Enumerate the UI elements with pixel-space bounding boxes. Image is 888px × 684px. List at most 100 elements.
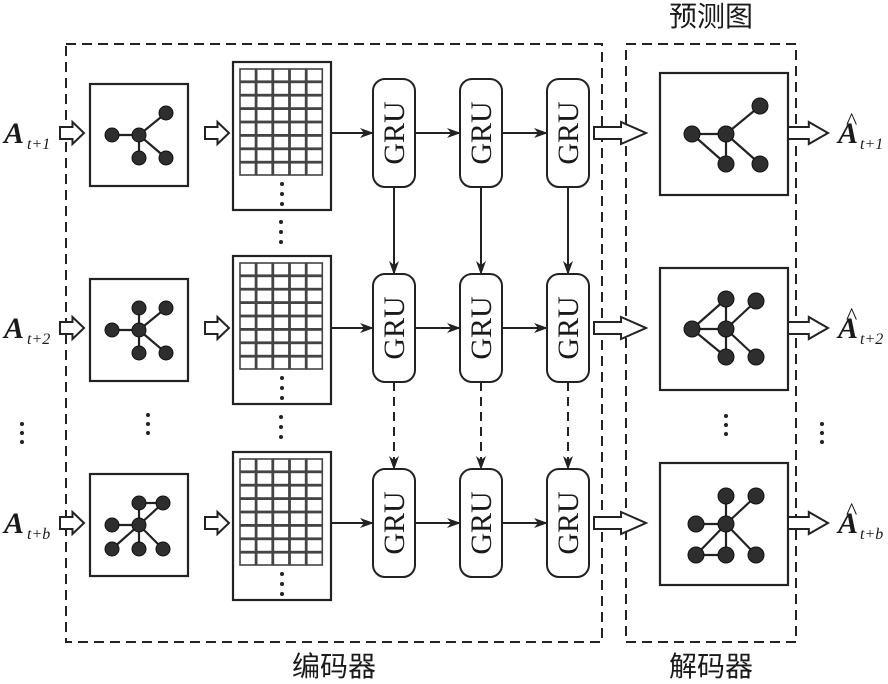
matrix-cell: [255, 121, 274, 136]
matrix-cell: [255, 262, 274, 276]
matrix-cell: [272, 498, 290, 513]
matrix-ellipsis-between-1-2: [279, 220, 283, 244]
gru-label: GRU: [552, 101, 585, 165]
prediction-title: 预测图: [669, 0, 753, 33]
gru-label: GRU: [552, 296, 585, 360]
matrix-cell: [305, 121, 324, 136]
matrix-cell: [239, 262, 257, 276]
gru-label: GRU: [378, 101, 411, 165]
matrix-cell: [289, 148, 307, 163]
matrix-cell: [239, 81, 257, 96]
input-arrow-icon: [59, 119, 86, 147]
matrix-cell: [305, 484, 324, 499]
graph-node: [131, 127, 147, 143]
input-subscript: t+1: [27, 136, 50, 153]
matrix-cell: [305, 471, 324, 486]
graph-icon: [683, 290, 765, 366]
matrix-cell: [289, 275, 307, 290]
graph-node: [158, 150, 174, 166]
matrix-cell: [305, 262, 324, 276]
matrix-cell: [272, 288, 290, 303]
encoder-label: 编码器: [292, 650, 376, 683]
graph-node: [104, 517, 120, 533]
graph-node: [155, 541, 171, 557]
matrix-cell: [272, 471, 290, 486]
matrix-cell: [272, 458, 290, 472]
graph-node: [717, 348, 735, 366]
graph-icon: [104, 300, 174, 361]
matrix-cell: [255, 302, 274, 317]
matrix-cell: [272, 95, 290, 109]
matrix-cell: [272, 275, 290, 290]
decoder-region: [625, 43, 797, 643]
graph-node: [155, 495, 171, 511]
graph-node: [131, 517, 147, 533]
output-arrow-icon: [787, 120, 831, 146]
matrix-cell: [272, 148, 290, 163]
matrix-cell: [305, 538, 324, 553]
graph-node: [747, 292, 765, 310]
input-arrow-icon: [59, 314, 86, 342]
input-subscript: t+b: [27, 526, 50, 543]
graph-node: [717, 290, 735, 308]
matrix-cell: [272, 484, 290, 499]
graph-node: [131, 345, 147, 361]
input-subscript: t+2: [27, 331, 50, 348]
matrix-cell: [289, 511, 307, 526]
graph-node: [131, 495, 147, 511]
encoder-region: [65, 43, 603, 643]
matrix-cell: [289, 121, 307, 136]
gru-cell: GRU: [372, 468, 416, 578]
matrix-cell: [289, 162, 307, 176]
decoder-arrow-icon: [593, 510, 649, 536]
graph-node: [158, 105, 174, 121]
graph-icon: [104, 105, 174, 166]
matrix-cell: [272, 525, 290, 539]
input-label: A: [2, 507, 24, 540]
matrix-cell: [289, 262, 307, 276]
matrix-cell: [272, 121, 290, 136]
gru-cell: GRU: [372, 273, 416, 383]
matrix-cell: [305, 302, 324, 317]
decoder-arrow-icon: [593, 315, 649, 341]
decoder-arrow-icon: [593, 120, 649, 146]
prediction-ellipsis: [724, 414, 728, 436]
graph-node: [751, 155, 769, 173]
decoder-label: 解码器: [669, 650, 753, 683]
matrix-ellipsis-dot: [280, 376, 284, 380]
graph-node: [717, 546, 735, 564]
matrix-cell: [255, 342, 274, 357]
gru-label: GRU: [552, 491, 585, 555]
matrix-cell: [272, 262, 290, 276]
graph-node: [104, 541, 120, 557]
graph-icon: [687, 487, 765, 564]
matrix-ellipsis-dot: [280, 572, 284, 576]
matrix-cell: [255, 551, 274, 566]
gru-cell: GRU: [546, 468, 590, 578]
gru-cell: GRU: [459, 468, 503, 578]
matrix-cell: [272, 551, 290, 566]
matrix-cell: [239, 498, 257, 513]
gru-label: GRU: [378, 296, 411, 360]
matrix-cell: [305, 525, 324, 539]
matrix-cell: [305, 81, 324, 96]
matrix-cell: [289, 329, 307, 343]
matrix-cell: [239, 511, 257, 526]
matrix-cell: [305, 288, 324, 303]
matrix-cell: [272, 315, 290, 330]
matrix-ellipsis-dot: [280, 386, 284, 390]
graph-node: [683, 320, 701, 338]
gru-box: [546, 468, 590, 578]
graph-node: [158, 345, 174, 361]
gru-label: GRU: [465, 101, 498, 165]
graph-node: [717, 320, 735, 338]
graph-node: [687, 546, 705, 564]
graph-node: [131, 150, 147, 166]
gru-label: GRU: [378, 491, 411, 555]
matrix-cell: [305, 275, 324, 290]
graph-icon: [104, 495, 171, 557]
matrix-cell: [239, 288, 257, 303]
matrix-cell: [305, 162, 324, 176]
